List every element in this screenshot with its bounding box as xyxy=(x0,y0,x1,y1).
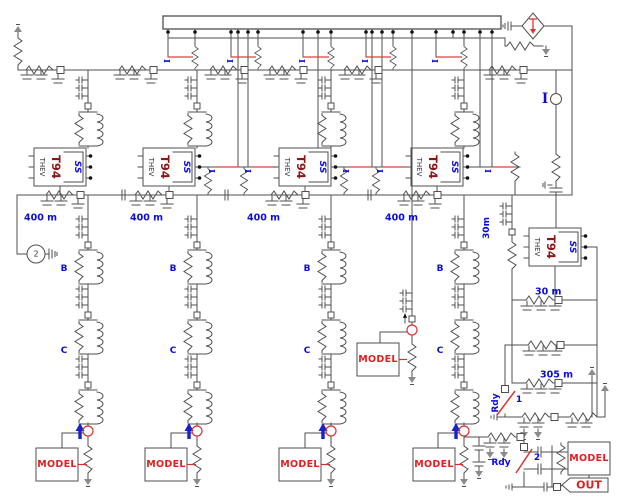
model-label: MODEL xyxy=(569,453,608,464)
thev-label: THEV xyxy=(533,237,541,257)
probe-i-label: I xyxy=(342,169,352,173)
line-305m[interactable]: 305 m xyxy=(520,370,573,394)
ss-label: SS xyxy=(181,161,191,174)
thev-label: THEV xyxy=(415,157,423,177)
feeder-column-4[interactable]: B C xyxy=(437,194,486,487)
phase-b-label: B xyxy=(170,264,177,274)
line-length-30m: 30 m xyxy=(535,287,562,298)
model-label: MODEL xyxy=(37,459,76,470)
line-30m[interactable]: 30 m xyxy=(520,287,563,311)
phase-c-label: C xyxy=(304,346,311,356)
ss-label: SS xyxy=(449,161,459,174)
ss-label: SS xyxy=(317,161,327,174)
model-block-3[interactable]: MODEL xyxy=(278,447,330,482)
line-length-305m: 305 m xyxy=(540,370,573,381)
feeder-top-chains[interactable] xyxy=(75,76,479,148)
pi-line-row-400m[interactable]: 400 m 400 m 400 m 400 m xyxy=(24,190,442,224)
probe-i-label: I xyxy=(361,59,371,63)
out-flag[interactable]: OUT xyxy=(553,477,609,493)
bus-feeder-probes[interactable]: I I I I I xyxy=(163,44,468,71)
rdy1-label: Rdy xyxy=(491,393,501,412)
t94-label: T94 xyxy=(49,155,63,179)
t94-label: T94 xyxy=(544,235,558,259)
model-block-2[interactable]: MODEL xyxy=(144,447,196,482)
t94-label: T94 xyxy=(294,155,308,179)
model-block-1[interactable]: MODEL xyxy=(35,447,87,482)
probe-i-label: I xyxy=(376,169,386,173)
thev-label: THEV xyxy=(283,157,291,177)
switch-rdy2[interactable]: Rdy 2 xyxy=(491,443,540,474)
t94-transformer-4[interactable]: THEV T94 SS xyxy=(405,147,470,187)
t94-label: T94 xyxy=(158,155,172,179)
mid-row-probes[interactable]: I I I I I xyxy=(203,151,520,196)
phase-b-label: B xyxy=(437,264,444,274)
phase-c-label: C xyxy=(437,346,444,356)
model-label: MODEL xyxy=(146,459,185,470)
phase-b-label: B xyxy=(61,264,68,274)
current-source[interactable] xyxy=(502,12,545,40)
thev-label: THEV xyxy=(38,157,46,177)
line-length-30m-v: 30m xyxy=(482,217,492,239)
model-block-right[interactable]: MODEL xyxy=(556,441,611,476)
switch-rdy1[interactable]: Rdy 1 xyxy=(491,385,522,416)
model-block-4[interactable]: MODEL xyxy=(412,447,463,482)
feeder-column-mid[interactable] xyxy=(399,289,418,385)
rdy2-label: Rdy xyxy=(491,458,510,468)
line-row-mid-right[interactable] xyxy=(522,340,565,356)
line-length-400m: 400 m xyxy=(385,213,418,224)
phase-c-label: C xyxy=(61,346,68,356)
out-label: OUT xyxy=(576,479,602,492)
model-block-mid[interactable]: MODEL xyxy=(356,342,407,377)
line-30m-drop[interactable]: 30m xyxy=(482,202,517,272)
ss-label: SS xyxy=(72,161,82,174)
ss-label: SS xyxy=(567,241,577,254)
t94-label: T94 xyxy=(426,155,440,179)
line-length-400m: 400 m xyxy=(247,213,280,224)
model-label: MODEL xyxy=(414,459,453,470)
rdy1-number: 1 xyxy=(516,395,522,405)
model-label: MODEL xyxy=(358,354,397,365)
line-row-437[interactable] xyxy=(483,432,525,460)
feeder-column-1[interactable]: B C xyxy=(61,194,103,487)
probe-i-label: I xyxy=(484,169,494,173)
grounding-resistor-left[interactable] xyxy=(13,24,23,71)
wires xyxy=(16,25,606,492)
t94-transformer-1[interactable]: THEV T94 SS xyxy=(28,147,93,187)
probe-i-label: I xyxy=(298,59,308,63)
probe-i-label: I xyxy=(226,59,236,63)
rdy2-number: 2 xyxy=(534,453,540,463)
source-ground-resistor[interactable] xyxy=(504,41,551,57)
probe-i-label: I xyxy=(431,59,441,63)
model-label: MODEL xyxy=(280,459,319,470)
feeder-column-3[interactable]: B C xyxy=(304,194,346,487)
line-length-400m: 400 m xyxy=(130,213,163,224)
source-glyph: 2 xyxy=(33,250,38,259)
t94-transformer-2[interactable]: THEV T94 SS xyxy=(137,147,202,187)
thev-label: THEV xyxy=(147,157,155,177)
probe-i-label: I xyxy=(208,169,218,173)
line-length-400m: 400 m xyxy=(24,213,57,224)
t94-transformer-3[interactable]: THEV T94 SS xyxy=(273,147,338,187)
current-meter[interactable]: I xyxy=(542,91,562,184)
feeder-column-2[interactable]: B C xyxy=(170,194,212,487)
probe-i-label: I xyxy=(163,59,173,63)
pi-line-row-upper[interactable] xyxy=(20,65,528,84)
t94-transformer-5[interactable]: THEV T94 SS xyxy=(523,227,588,267)
phase-b-label: B xyxy=(304,264,311,274)
ac-source[interactable]: 2 xyxy=(26,244,58,264)
probe-i-label: I xyxy=(244,169,254,173)
bus-bar[interactable] xyxy=(162,15,502,30)
bus-connection-dots xyxy=(166,30,494,34)
phase-c-label: C xyxy=(170,346,177,356)
meter-i-label: I xyxy=(542,91,548,107)
